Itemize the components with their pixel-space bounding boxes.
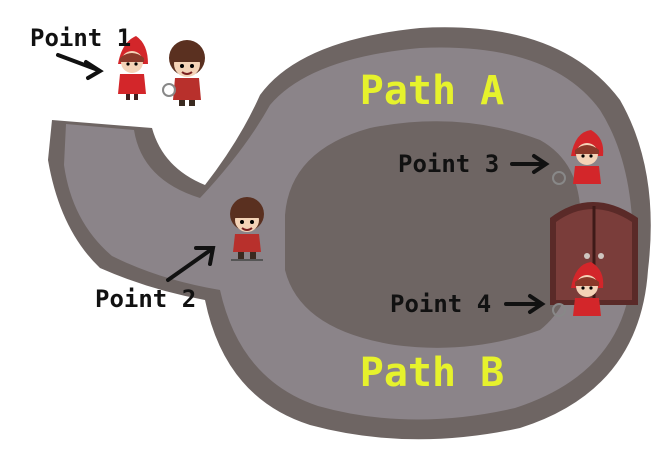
point-4-label: Point 4 [390,290,491,318]
red-hood-girl-icon[interactable] [118,36,148,100]
point-1-label: Point 1 [30,24,131,52]
path-a-label: Path A [360,68,505,114]
point-2-label: Point 2 [95,285,196,313]
point-3-label: Point 3 [398,150,499,178]
red-hood-girl-icon[interactable] [552,130,604,185]
arrow-icon [504,294,546,314]
arrow-icon [510,154,550,174]
red-hood-girl-icon[interactable] [552,262,604,317]
path-b-label: Path B [360,350,505,396]
brown-hair-boy-icon[interactable] [230,197,264,261]
arrow-icon [56,53,104,80]
brown-hair-boy-icon[interactable] [162,40,205,106]
arrow-icon [166,246,216,282]
inner-island [285,121,581,348]
